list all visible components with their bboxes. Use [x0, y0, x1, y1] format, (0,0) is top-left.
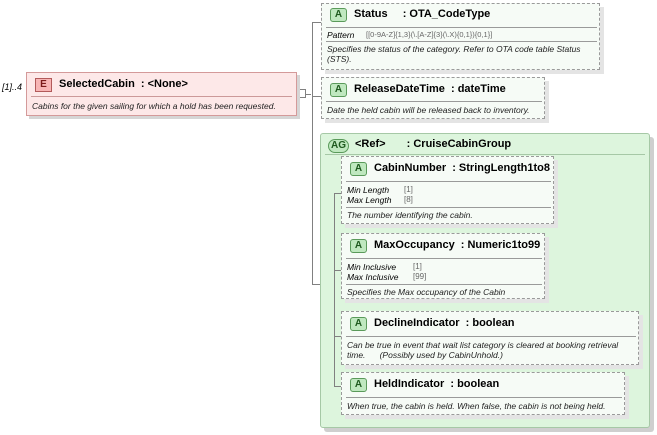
status-type: : OTA_CodeType — [402, 8, 491, 20]
max-occupancy-facet1-label: Min Inclusive — [347, 262, 397, 272]
held-indicator-attribute[interactable]: A HeldIndicator : boolean When true, the… — [341, 372, 625, 415]
status-facet-value: [[0-9A-Z]{1,3}(\.[A-Z]{3}(\.X){0,1}){0,1… — [366, 30, 493, 39]
max-occupancy-facet2-label: Max Inclusive — [347, 272, 399, 282]
held-indicator-name: HeldIndicator — [374, 378, 445, 390]
group-name: : CruiseCabinGroup — [406, 138, 512, 150]
element-description: Cabins for the given sailing for which a… — [32, 101, 276, 111]
cabin-number-type: : StringLength1to8 — [452, 162, 550, 174]
group-connector-decline — [334, 336, 341, 337]
decline-indicator-separator — [346, 336, 636, 337]
group-connector-held — [334, 386, 341, 387]
release-name: ReleaseDateTime — [354, 83, 445, 95]
cabin-number-separator — [346, 181, 551, 182]
max-occupancy-description: Specifies the Max occupancy of the Cabin — [347, 287, 506, 297]
max-occupancy-separator-2 — [346, 284, 542, 285]
held-indicator-title: HeldIndicator : boolean — [374, 378, 499, 390]
attribute-badge-icon: A — [350, 162, 367, 176]
attribute-badge-icon: A — [330, 8, 347, 22]
status-facet-label: Pattern — [327, 30, 355, 40]
max-occupancy-title: MaxOccupancy : Numeric1to99 — [374, 239, 540, 251]
release-type: : dateTime — [450, 83, 506, 95]
connector-release — [312, 96, 321, 97]
attribute-badge-icon: A — [350, 239, 367, 253]
attribute-badge-icon: A — [330, 83, 347, 97]
element-separator — [31, 96, 292, 97]
attribute-badge-icon: A — [350, 378, 367, 392]
held-indicator-description: When true, the cabin is held. When false… — [347, 401, 606, 411]
element-badge-icon: E — [35, 78, 52, 92]
attribute-badge-icon: A — [350, 317, 367, 331]
held-indicator-type: : boolean — [450, 378, 500, 390]
max-occupancy-name: MaxOccupancy — [374, 239, 455, 251]
held-indicator-separator — [346, 397, 622, 398]
group-connector-trunk — [334, 193, 335, 386]
selected-cabin-element[interactable]: E SelectedCabin : <None> Cabins for the … — [26, 72, 297, 116]
group-title: <Ref> : CruiseCabinGroup — [355, 138, 511, 150]
cabin-number-name: CabinNumber — [374, 162, 447, 174]
group-ref: <Ref> — [355, 138, 386, 150]
release-description: Date the held cabin will be released bac… — [327, 105, 530, 115]
status-name: Status — [354, 8, 388, 20]
connector-status — [312, 22, 321, 23]
cabin-number-description: The number identifying the cabin. — [347, 210, 473, 220]
group-connector-max-occupancy — [334, 270, 341, 271]
cabin-number-title: CabinNumber : StringLength1to8 — [374, 162, 550, 174]
max-occupancy-facet1-value: [1] — [413, 262, 422, 271]
release-separator — [326, 101, 542, 102]
release-date-time-attribute[interactable]: A ReleaseDateTime : dateTime Date the he… — [321, 77, 545, 119]
cabin-number-facet1-label: Min Length — [347, 185, 390, 195]
max-occupancy-separator — [346, 258, 542, 259]
decline-indicator-name: DeclineIndicator — [374, 317, 460, 329]
group-separator — [325, 154, 645, 155]
cabin-number-facet2-label: Max Length — [347, 195, 392, 205]
decline-indicator-attribute[interactable]: A DeclineIndicator : boolean Can be true… — [341, 311, 639, 365]
element-cardinality: [1]..4 — [2, 82, 23, 92]
group-connector-cabin-number — [334, 193, 341, 194]
status-separator — [326, 27, 597, 28]
element-type-text: : <None> — [140, 78, 188, 90]
decline-indicator-title: DeclineIndicator : boolean — [374, 317, 515, 329]
cabin-number-facet1-value: [1] — [404, 185, 413, 194]
attribute-group-badge-icon: AG — [328, 139, 349, 153]
max-occupancy-attribute[interactable]: A MaxOccupancy : Numeric1to99 Min Inclus… — [341, 233, 545, 299]
decline-indicator-description-1: Can be true in event that wait list cate… — [347, 340, 619, 350]
cabin-number-facet2-value: [8] — [404, 195, 413, 204]
connector-trunk — [312, 22, 313, 284]
status-description-1: Specifies the status of the category. Re… — [327, 44, 581, 54]
decline-indicator-type: : boolean — [465, 317, 515, 329]
release-title: ReleaseDateTime : dateTime — [354, 83, 506, 95]
status-attribute[interactable]: A Status : OTA_CodeType Pattern [[0-9A-Z… — [321, 3, 600, 70]
max-occupancy-facet2-value: [99] — [413, 272, 427, 281]
max-occupancy-type: : Numeric1to99 — [460, 239, 541, 251]
connector-group — [312, 284, 320, 285]
status-description-2: (STS). — [327, 54, 352, 64]
decline-indicator-description-2: time. (Possibly used by CabinUnhold.) — [347, 350, 503, 360]
status-title: Status : OTA_CodeType — [354, 8, 490, 20]
status-separator-2 — [326, 41, 597, 42]
element-name-text: SelectedCabin — [59, 78, 135, 90]
cabin-number-separator-2 — [346, 207, 551, 208]
cabin-number-attribute[interactable]: A CabinNumber : StringLength1to8 Min Len… — [341, 156, 554, 224]
element-name: SelectedCabin : <None> — [59, 78, 188, 90]
